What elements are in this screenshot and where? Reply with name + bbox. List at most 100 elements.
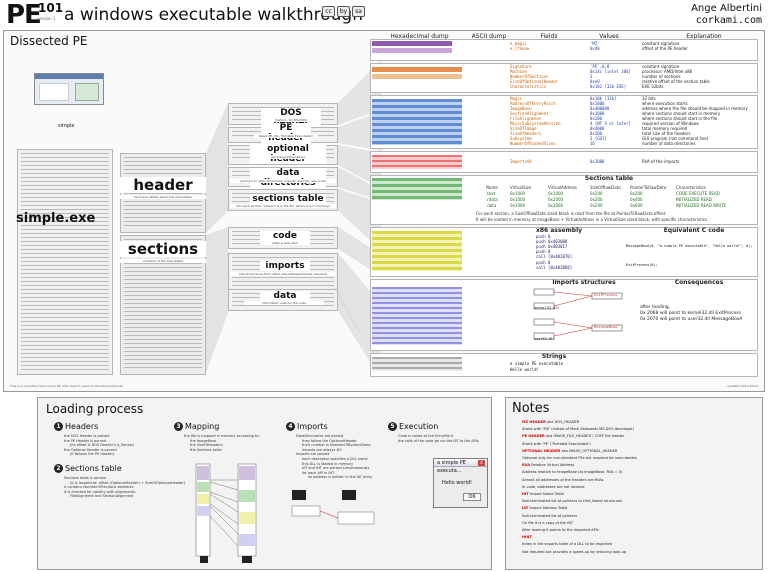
data-sublabel: information used by the code xyxy=(244,301,324,305)
sectable-col-3: SizeOfRawData xyxy=(590,185,621,190)
opt-field-0: Magic xyxy=(510,96,523,101)
opt-expl-5: required version of Windows xyxy=(642,121,699,126)
step-line: the file is mapped in memory according t… xyxy=(184,434,260,438)
col-hexdump: Hexadecimal dump xyxy=(390,33,449,40)
pe-field-2: NumberOfSections xyxy=(510,74,549,79)
pe-value-4: 0x102 [32b EXE] xyxy=(590,84,627,89)
col-consequences: Consequences xyxy=(674,279,724,286)
col-asciidump: ASCII dump xyxy=(471,33,507,40)
opt-value-5: 4 [NT 4 or later] xyxy=(590,121,631,126)
asm-line-4: call [0x402070] xyxy=(536,254,573,259)
opt-expl-4: where sections should start in the file xyxy=(642,116,718,121)
step-number: 3 xyxy=(174,422,183,431)
footnote: This is a simplified hand-made PE, that … xyxy=(10,384,124,388)
dos-detail xyxy=(370,39,758,61)
consequence-1: 0x 2068 will point to kernel32.dll ExitP… xyxy=(640,311,741,316)
notes-desc: aka DOS_HEADER xyxy=(545,420,580,424)
notes-desc: Null-terminated list of pointers to Hint… xyxy=(522,499,623,504)
notes-line: Optional only for non-standard PEs but r… xyxy=(522,456,637,460)
by-license-icon: by xyxy=(337,6,350,17)
notes-desc: Index in the exports table of a DLL to b… xyxy=(522,542,613,547)
step-title: Imports xyxy=(297,422,328,431)
notes-term: MZ HEADER xyxy=(522,420,546,424)
step-mapping-text: the file is mapped in memory according t… xyxy=(184,434,260,452)
sectable-cell: .text xyxy=(486,191,496,196)
dos-header-sublabel: (historic, for MS-DOS) xyxy=(261,118,321,122)
dd-hex-strip xyxy=(372,155,462,169)
opt-value-9: 16 xyxy=(590,141,595,146)
sectable-cell: 0x200 xyxy=(630,191,643,196)
opt-expl-0: 32 bits xyxy=(642,96,656,101)
asm-line-0: push 0 xyxy=(536,234,551,239)
notes-desc: Relative Virtual Address xyxy=(530,463,575,468)
notes-line: Null-terminated list of pointers to Hint… xyxy=(522,499,622,503)
step-line: the calls of the code go via the IAT to … xyxy=(398,438,479,443)
opt-value-1: 0x1000 xyxy=(590,101,605,106)
notes-line: Null-terminated list of pointers xyxy=(522,514,577,518)
step-title: Sections table xyxy=(65,464,122,473)
sectable-cell: 0x2000 xyxy=(548,197,564,202)
notes-desc: Import Address Table xyxy=(528,506,568,511)
loading-process-title: Loading process xyxy=(46,402,144,416)
dos-hex-strip-2 xyxy=(372,48,452,53)
message-box-dialog: a simple PE executa... X Hello world! OK xyxy=(433,458,488,508)
notes-line: After loading it points to the imported … xyxy=(522,528,599,532)
pe-field-3: SizeOfOptionalHeader xyxy=(510,79,559,84)
notes-line: Not required but provides a speed-up by … xyxy=(522,550,626,554)
data-directories-sublabel: (pointers to other structures: imports, … xyxy=(230,179,336,183)
step-line: it is checked for validity with alignmen… xyxy=(64,489,137,494)
pe-expl-4: EXE 32bits xyxy=(642,84,664,89)
step-line: the DOS Header is parsed xyxy=(64,434,110,438)
ok-button[interactable]: OK xyxy=(463,493,481,501)
opt-field-7: SizeOfHeaders xyxy=(510,131,542,136)
step-line: Imports are parsed xyxy=(296,452,330,457)
opt-value-8: 2 [GUI] xyxy=(590,136,607,141)
opt-expl-1: where execution starts xyxy=(642,101,688,106)
sections-sublabel: contents of the executable xyxy=(120,259,206,263)
optional-header-sublabel: (technical information) xyxy=(250,155,326,159)
pe-field-1: Machine xyxy=(510,69,527,74)
step-line: for each API in INT xyxy=(302,470,335,475)
step-line: the PE Header is parsed xyxy=(64,438,107,443)
notes-line: OPTIONAL HEADER aka IMAGE_OPTIONAL_HEADE… xyxy=(522,449,617,453)
simple-exe-screenshot xyxy=(34,73,104,105)
pe-expl-1: processor: AMD/Intel x86 xyxy=(642,69,693,74)
asm-line-5: push 0 xyxy=(536,260,551,265)
import-api-1: MessageBoxA xyxy=(594,325,618,329)
step-title: Mapping xyxy=(185,422,220,431)
sectable-cell: INITIALIZED READ xyxy=(676,197,712,202)
step-line: the ImageBase xyxy=(190,438,217,443)
pe-value-1: 0x14c [intel 386] xyxy=(590,69,631,74)
step-line: imports are always #2 xyxy=(302,447,342,452)
notes-term: IAT xyxy=(522,506,529,511)
sectable-note-2: It will be loaded in memory at ImageBase… xyxy=(476,217,709,222)
opt-expl-9: number of data directories xyxy=(642,141,696,146)
consequence-2: 0x 2070 will point to user32.dll Message… xyxy=(640,317,743,322)
dos-expl-0: constant signature xyxy=(642,41,680,46)
code-sublabel: what is executed xyxy=(260,241,310,245)
pe-value-0: 'PE',0,0 xyxy=(590,64,610,69)
author-site[interactable]: corkami.com xyxy=(695,15,762,26)
notes-term: OPTIONAL HEADER xyxy=(522,448,561,453)
pe-value-3: 0xe0 xyxy=(590,79,600,84)
notes-line: Starts with 'PE' ('Portable Executable') xyxy=(522,442,591,446)
pe-logo-number: 101 xyxy=(38,1,64,15)
notes-line: HINT xyxy=(522,535,532,539)
pe-header-sublabel: (basic PE info, 'Portable Executable') xyxy=(254,134,318,138)
code-hex-strip xyxy=(372,231,462,271)
dd-expl-0: RVA of the imports xyxy=(642,159,680,164)
col-imports-structures: Imports structures xyxy=(552,279,616,286)
close-icon[interactable]: X xyxy=(478,460,485,466)
notes-desc: Import Name Table xyxy=(528,492,565,496)
step-line: its address is written in the IAT entry xyxy=(308,475,373,480)
notes-line: Index in the exports table of a DLL to b… xyxy=(522,542,612,546)
notes-desc: aka IMAGE_FILE_HEADER / COFF file header xyxy=(544,434,625,439)
step-line: (its offset is DOS Header's e_lfanew) xyxy=(70,443,134,448)
notes-term: PE HEADER xyxy=(522,434,545,439)
optional-header-label: optional header xyxy=(250,144,326,164)
opt-expl-8: GUI program (not command line) xyxy=(642,136,709,141)
